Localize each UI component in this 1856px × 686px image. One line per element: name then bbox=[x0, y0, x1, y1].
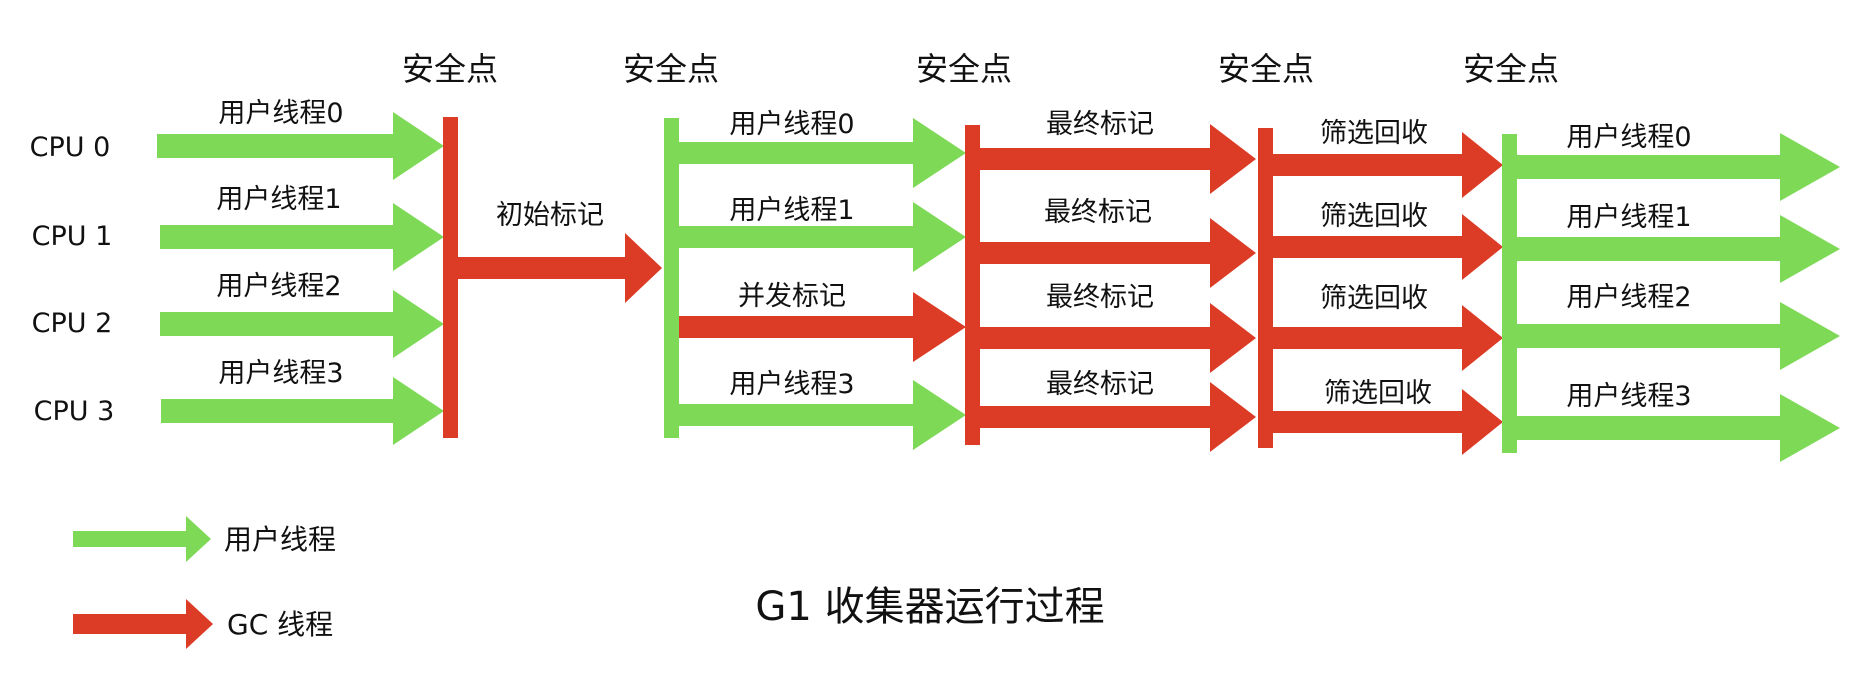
phase-1-user-threads: 用户线程0 用户线程1 用户线程2 用户线程3 bbox=[157, 98, 444, 445]
cpu-label-3: CPU 3 bbox=[34, 396, 115, 427]
phase3-label-3: 用户线程3 bbox=[729, 369, 854, 400]
arrow-phase5-cpu0 bbox=[1273, 132, 1503, 198]
safepoint-label-4: 安全点 bbox=[1218, 50, 1314, 88]
phase4-label-2: 最终标记 bbox=[1046, 282, 1154, 313]
safepoint-label-3: 安全点 bbox=[916, 50, 1012, 88]
phase3-label-1: 用户线程1 bbox=[729, 195, 854, 226]
legend-user-arrow bbox=[73, 516, 211, 562]
legend-gc-arrow bbox=[73, 599, 213, 649]
phase6-label-0: 用户线程0 bbox=[1566, 122, 1691, 153]
arrow-phase6-cpu0 bbox=[1517, 133, 1840, 201]
phase-4-final-mark: 最终标记 最终标记 最终标记 最终标记 bbox=[980, 109, 1256, 452]
phase3-label-0: 用户线程0 bbox=[729, 109, 854, 140]
phase5-label-2: 筛选回收 bbox=[1320, 283, 1428, 314]
safepoint-label-2: 安全点 bbox=[623, 50, 719, 88]
safepoint-bar-5 bbox=[1502, 134, 1517, 453]
arrow-phase1-cpu3 bbox=[161, 377, 444, 445]
phase6-label-2: 用户线程2 bbox=[1566, 282, 1691, 313]
phase-6-user-threads: 用户线程0 用户线程1 用户线程2 用户线程3 bbox=[1517, 122, 1840, 462]
legend: 用户线程 GC 线程 bbox=[73, 516, 336, 649]
safepoint-bar-2 bbox=[664, 118, 679, 438]
safepoint-label-1: 安全点 bbox=[402, 50, 498, 88]
diagram-title: G1 收集器运行过程 bbox=[755, 584, 1104, 630]
safepoint-headers: 安全点 安全点 安全点 安全点 安全点 bbox=[402, 50, 1559, 88]
arrow-phase6-cpu2 bbox=[1517, 302, 1840, 370]
arrow-phase6-cpu1 bbox=[1517, 215, 1840, 283]
arrow-phase3-cpu1 bbox=[679, 202, 966, 272]
safepoint-bar-4 bbox=[1258, 128, 1273, 448]
legend-gc-label: GC 线程 bbox=[227, 608, 333, 641]
arrow-phase1-cpu1 bbox=[160, 203, 444, 271]
safepoint-bar-1 bbox=[443, 117, 458, 438]
cpu-label-2: CPU 2 bbox=[32, 308, 113, 339]
arrow-phase2-initial-mark bbox=[456, 233, 662, 303]
cpu-labels: CPU 0 CPU 1 CPU 2 CPU 3 bbox=[30, 132, 115, 427]
arrow-phase5-cpu2 bbox=[1273, 305, 1503, 371]
arrow-phase1-cpu0 bbox=[157, 112, 444, 180]
phase3-label-2: 并发标记 bbox=[738, 281, 846, 312]
phase-3-concurrent: 用户线程0 用户线程1 并发标记 用户线程3 bbox=[679, 109, 966, 450]
phase2-label: 初始标记 bbox=[496, 200, 604, 231]
safepoint-bar-3 bbox=[965, 125, 980, 445]
phase4-label-1: 最终标记 bbox=[1044, 197, 1152, 228]
phase-5-cleanup: 筛选回收 筛选回收 筛选回收 筛选回收 bbox=[1273, 118, 1503, 455]
phase4-label-3: 最终标记 bbox=[1046, 369, 1154, 400]
safepoint-label-5: 安全点 bbox=[1463, 50, 1559, 88]
phase1-label-3: 用户线程3 bbox=[218, 358, 343, 389]
phase5-label-3: 筛选回收 bbox=[1324, 378, 1432, 409]
arrow-phase5-cpu1 bbox=[1273, 214, 1503, 280]
cpu-label-1: CPU 1 bbox=[32, 221, 113, 252]
phase-2-initial-mark: 初始标记 bbox=[456, 200, 662, 303]
arrow-phase4-cpu3 bbox=[980, 382, 1256, 452]
phase1-label-1: 用户线程1 bbox=[216, 184, 341, 215]
phase5-label-1: 筛选回收 bbox=[1320, 201, 1428, 232]
cpu-label-0: CPU 0 bbox=[30, 132, 111, 163]
phase1-label-2: 用户线程2 bbox=[216, 271, 341, 302]
phase4-label-0: 最终标记 bbox=[1046, 109, 1154, 140]
arrow-phase3-cpu2 bbox=[679, 292, 966, 362]
arrow-phase4-cpu0 bbox=[980, 124, 1256, 194]
arrow-phase3-cpu0 bbox=[679, 118, 966, 188]
legend-user-label: 用户线程 bbox=[224, 523, 336, 556]
phase6-label-1: 用户线程1 bbox=[1566, 202, 1691, 233]
arrow-phase4-cpu1 bbox=[980, 218, 1256, 288]
arrow-phase3-cpu3 bbox=[679, 380, 966, 450]
phase1-label-0: 用户线程0 bbox=[218, 98, 343, 129]
arrow-phase5-cpu3 bbox=[1273, 389, 1503, 455]
phase6-label-3: 用户线程3 bbox=[1566, 381, 1691, 412]
arrow-phase1-cpu2 bbox=[160, 290, 444, 358]
phase5-label-0: 筛选回收 bbox=[1320, 118, 1428, 149]
arrow-phase4-cpu2 bbox=[980, 303, 1256, 373]
arrow-phase6-cpu3 bbox=[1517, 394, 1840, 462]
